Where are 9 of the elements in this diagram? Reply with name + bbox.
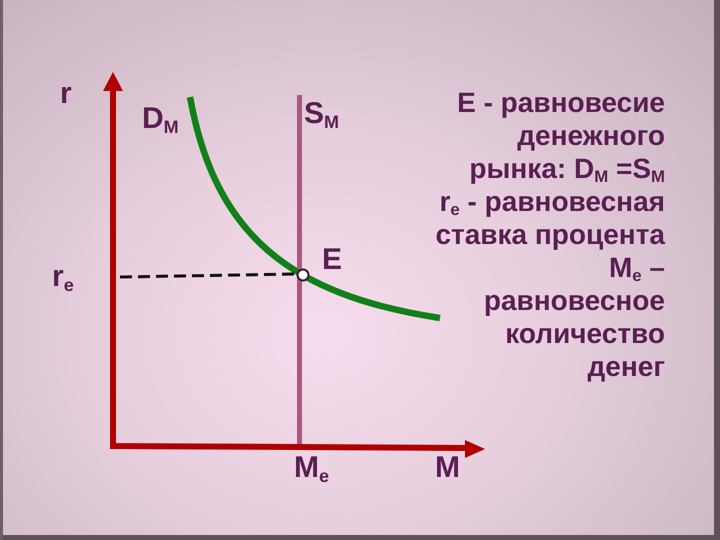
axis-value-label: M$_{e}$ [294, 453, 330, 483]
curve-label: D$_{M}$ [142, 104, 179, 134]
definition-text: M$_{e}$ – равновесное количество денег [482, 251, 665, 383]
axis-value-label: r$_{e}$ [52, 262, 74, 292]
definition-text: r$_{e}$ - равновесная ставка процента [434, 185, 665, 251]
axis-label: r [60, 79, 72, 109]
point-label: E [322, 245, 342, 275]
curve-label: S$_{M}$ [304, 99, 340, 129]
axis-label: M [435, 453, 460, 483]
